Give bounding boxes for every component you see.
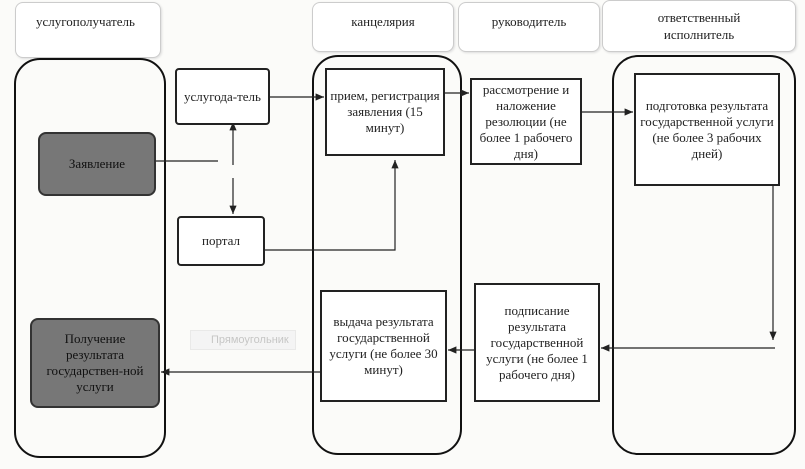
portal-box: портал bbox=[177, 216, 265, 266]
lane-header-executor: ответственный исполнитель bbox=[602, 0, 796, 52]
issuance-box: выдача результата государственной услуги… bbox=[320, 290, 447, 402]
application-box: Заявление bbox=[38, 132, 156, 196]
lane-header-recipient: услугополучатель bbox=[15, 2, 161, 58]
lane-executor bbox=[612, 55, 796, 455]
receipt-box: Получение результата государствен-ной ус… bbox=[30, 318, 160, 408]
shape-tooltip: Прямоугольник bbox=[190, 330, 296, 350]
signing-box: подписание результата государственной ус… bbox=[474, 283, 600, 402]
preparation-box: подготовка результата государственной ус… bbox=[634, 73, 780, 186]
intake-box: прием, регистрация заявления (15 минут) bbox=[325, 68, 445, 156]
review-box: рассмотрение и наложение резолюции (не б… bbox=[470, 78, 582, 165]
lane-header-office: канцелярия bbox=[312, 2, 454, 52]
arrow-portal-to-intake bbox=[265, 160, 399, 251]
lane-recipient bbox=[14, 58, 166, 458]
lane-header-head: руководитель bbox=[458, 2, 600, 52]
provider-box: услугода-тель bbox=[175, 68, 270, 125]
lane-office bbox=[312, 55, 462, 455]
